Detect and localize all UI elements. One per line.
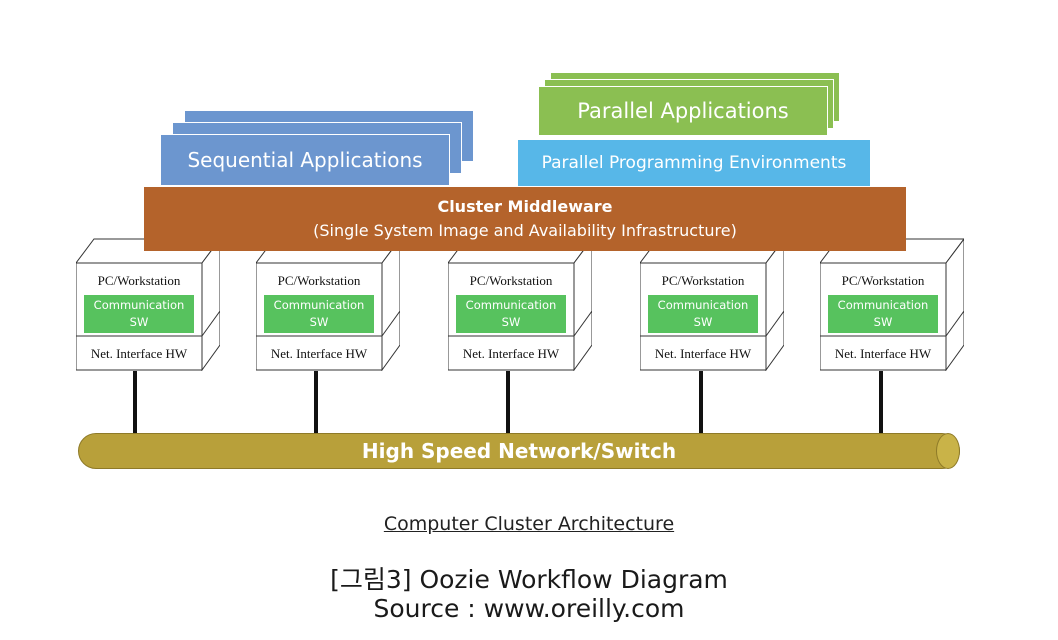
net-interface-hw-label: Net. Interface HW [462,346,560,361]
pc-workstation-label: PC/Workstation [661,273,745,288]
parallel-programming-environments-box: Parallel Programming Environments [518,140,870,186]
sw-label: SW [501,315,521,329]
network-wire [133,371,137,434]
pc-workstation-label: PC/Workstation [277,273,361,288]
pc-workstation-label: PC/Workstation [841,273,925,288]
sw-label: SW [129,315,149,329]
net-interface-hw-label: Net. Interface HW [654,346,752,361]
communication-label: Communication [273,298,365,312]
cluster-middleware-box: Cluster Middleware (Single System Image … [144,187,906,251]
communication-label: Communication [837,298,929,312]
sw-label: SW [693,315,713,329]
parallel-programming-environments-label: Parallel Programming Environments [541,153,847,173]
pc-workstation-label: PC/Workstation [97,273,181,288]
communication-label: Communication [657,298,749,312]
net-interface-hw-label: Net. Interface HW [90,346,188,361]
figure-caption: [그림3] Oozie Workflow Diagram [330,565,728,594]
communication-label: Communication [93,298,185,312]
net-interface-hw-label: Net. Interface HW [834,346,932,361]
middleware-subtitle: (Single System Image and Availability In… [313,221,737,240]
network-wire [699,371,703,434]
network-label: High Speed Network/Switch [361,439,677,463]
high-speed-network-bus: High Speed Network/Switch [78,433,960,469]
parallel-applications-label: Parallel Applications [577,99,789,123]
net-interface-hw-label: Net. Interface HW [270,346,368,361]
sw-label: SW [873,315,893,329]
network-wire [506,371,510,434]
middleware-title: Cluster Middleware [437,197,613,216]
network-bus-end-cap [936,433,960,469]
figure-title: Computer Cluster Architecture [383,513,675,535]
network-wire [879,371,883,434]
network-wire [314,371,318,434]
communication-label: Communication [465,298,557,312]
pc-workstation-label: PC/Workstation [469,273,553,288]
sw-label: SW [309,315,329,329]
sequential-applications-box: Sequential Applications [160,134,450,186]
parallel-applications-box: Parallel Applications [538,86,828,136]
sequential-applications-label: Sequential Applications [187,148,423,172]
figure-source: Source : www.oreilly.com [373,594,685,623]
